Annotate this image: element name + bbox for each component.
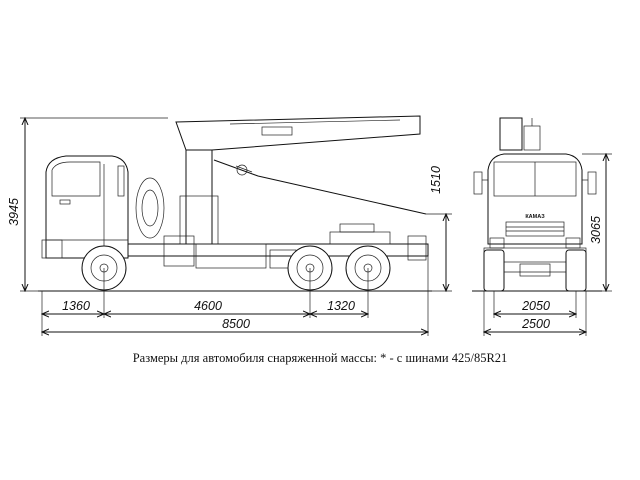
dim-height-total: 3945 <box>7 198 21 226</box>
dim-wheelbase-front: 4600 <box>194 299 222 313</box>
caption: Размеры для автомобиля снаряженной массы… <box>132 351 508 365</box>
dim-rear-axle-spacing: 1320 <box>327 299 355 313</box>
side-view-dimensions: 3945 1510 1360 4600 1320 8500 <box>7 118 452 336</box>
dim-front-overhang: 1360 <box>62 299 90 313</box>
front-right-tire <box>565 249 587 292</box>
dim-height-frame: 1510 <box>429 166 443 194</box>
front-left-tire <box>483 249 505 292</box>
front-view-dimensions: 3065 2050 2500 <box>484 154 612 336</box>
dim-height-cab: 3065 <box>589 216 603 244</box>
dim-overall-length: 8500 <box>222 317 250 331</box>
dim-track-width: 2050 <box>521 299 550 313</box>
front-view-truck: КАМАЗ <box>472 117 602 292</box>
dim-overall-width: 2500 <box>521 317 550 331</box>
front-brand-text: КАМАЗ <box>525 214 545 220</box>
side-view-truck <box>38 115 432 292</box>
